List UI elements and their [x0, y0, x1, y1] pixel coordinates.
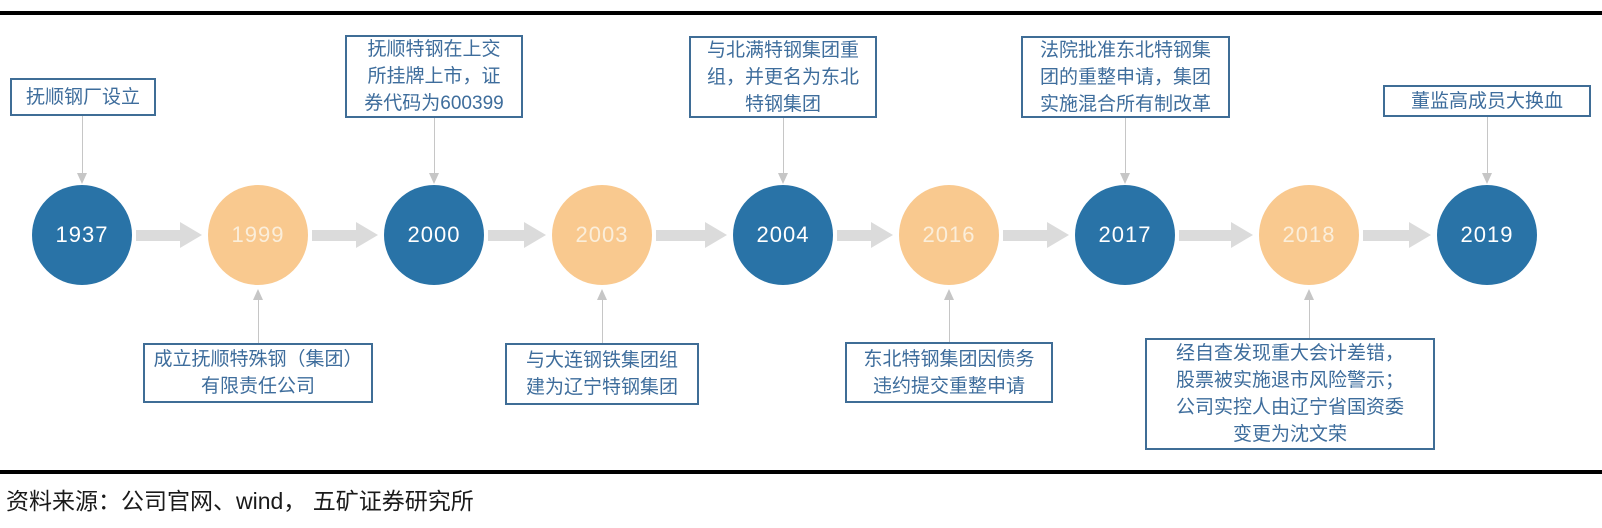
connector-line — [1309, 300, 1310, 338]
arrow-up-icon — [1304, 289, 1314, 300]
arrow-down-icon — [1120, 173, 1130, 184]
arrow-down-icon — [1482, 173, 1492, 184]
event-box-2018: 经自查发现重大会计差错， 股票被实施退市风险警示； 公司实控人由辽宁省国资委 变… — [1145, 338, 1435, 450]
bottom-divider — [0, 470, 1602, 474]
event-box-2000: 抚顺特钢在上交 所挂牌上市，证 券代码为600399 — [345, 35, 523, 118]
event-box-1999: 成立抚顺特殊钢（集团） 有限责任公司 — [143, 343, 373, 403]
event-box-2003: 与大连钢铁集团组 建为辽宁特钢集团 — [505, 343, 699, 405]
connector-line — [783, 118, 784, 173]
flow-arrow-icon — [136, 222, 202, 248]
timeline-node-1937: 1937 — [32, 185, 132, 285]
connector-line — [434, 118, 435, 173]
connector-line — [602, 300, 603, 343]
flow-arrow-icon — [1003, 222, 1069, 248]
arrow-up-icon — [597, 289, 607, 300]
connector-line — [82, 116, 83, 173]
source-note: 资料来源：公司官网、wind， 五矿证券研究所 — [6, 488, 474, 514]
connector-line — [1125, 118, 1126, 173]
flow-arrow-icon — [488, 222, 546, 248]
timeline-node-1999: 1999 — [208, 185, 308, 285]
timeline-node-2019: 2019 — [1437, 185, 1537, 285]
flow-arrow-icon — [656, 222, 727, 248]
arrow-down-icon — [778, 173, 788, 184]
flow-arrow-icon — [1179, 222, 1253, 248]
connector-line — [258, 300, 259, 343]
event-box-2019: 董监高成员大换血 — [1383, 85, 1591, 117]
arrow-down-icon — [429, 173, 439, 184]
arrow-up-icon — [944, 289, 954, 300]
arrow-up-icon — [253, 289, 263, 300]
top-divider — [0, 11, 1602, 15]
timeline-node-2004: 2004 — [733, 185, 833, 285]
timeline-node-2017: 2017 — [1075, 185, 1175, 285]
connector-line — [1487, 117, 1488, 173]
timeline-node-2000: 2000 — [384, 185, 484, 285]
timeline-node-2003: 2003 — [552, 185, 652, 285]
arrow-down-icon — [77, 173, 87, 184]
event-box-2017: 法院批准东北特钢集 团的重整申请，集团 实施混合所有制改革 — [1021, 36, 1230, 118]
event-box-1937: 抚顺钢厂设立 — [10, 78, 156, 116]
flow-arrow-icon — [837, 222, 893, 248]
event-box-2016: 东北特钢集团因债务 违约提交重整申请 — [845, 342, 1053, 403]
event-box-2004: 与北满特钢集团重 组，并更名为东北 特钢集团 — [689, 36, 877, 118]
timeline-node-2016: 2016 — [899, 185, 999, 285]
connector-line — [949, 300, 950, 342]
timeline-node-2018: 2018 — [1259, 185, 1359, 285]
flow-arrow-icon — [1363, 222, 1431, 248]
flow-arrow-icon — [312, 222, 378, 248]
